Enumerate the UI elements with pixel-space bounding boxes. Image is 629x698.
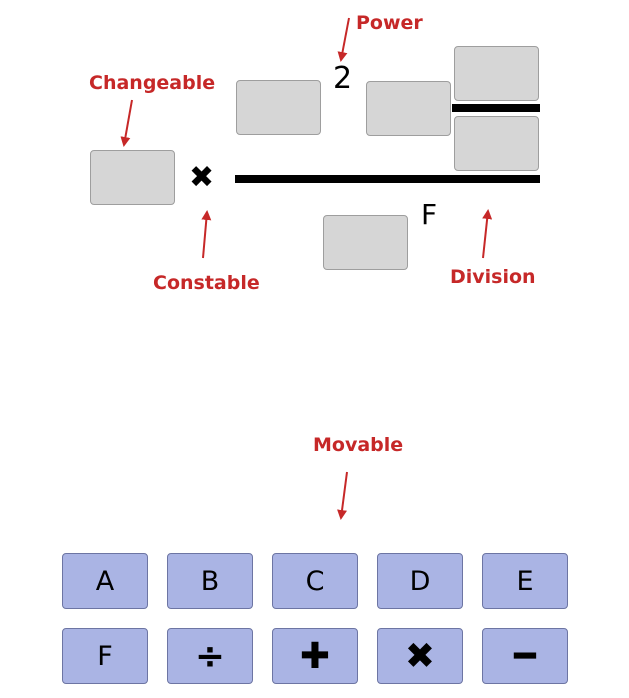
tile-minus[interactable]: ━ bbox=[482, 628, 568, 684]
inner-denominator-slot[interactable] bbox=[454, 116, 539, 171]
movable-arrow bbox=[337, 471, 348, 520]
numerator-slot-right[interactable] bbox=[366, 81, 451, 136]
division-arrow bbox=[482, 209, 493, 259]
changeable-slot[interactable] bbox=[90, 150, 175, 205]
variable-label: F bbox=[421, 198, 438, 231]
tile-d[interactable]: D bbox=[377, 553, 463, 609]
tile-a[interactable]: A bbox=[62, 553, 148, 609]
denominator-slot[interactable] bbox=[323, 215, 408, 270]
changeable-annotation: Changeable bbox=[89, 72, 216, 94]
division-annotation: Division bbox=[450, 266, 536, 288]
tile-c[interactable]: C bbox=[272, 553, 358, 609]
power-annotation: Power bbox=[356, 12, 423, 34]
tile-f[interactable]: F bbox=[62, 628, 148, 684]
tile-plus[interactable]: ✚ bbox=[272, 628, 358, 684]
multiply-sign: ✖ bbox=[189, 160, 215, 195]
tile-divide[interactable]: ÷ bbox=[167, 628, 253, 684]
inner-numerator-slot[interactable] bbox=[454, 46, 539, 101]
tile-multiply[interactable]: ✖ bbox=[377, 628, 463, 684]
changeable-arrow bbox=[120, 99, 133, 147]
tile-b[interactable]: B bbox=[167, 553, 253, 609]
inner-fraction-bar bbox=[452, 104, 540, 112]
tile-e[interactable]: E bbox=[482, 553, 568, 609]
power-arrow bbox=[337, 17, 350, 62]
power-value: 2 bbox=[333, 61, 353, 96]
movable-annotation: Movable bbox=[313, 434, 404, 456]
numerator-slot-left[interactable] bbox=[236, 80, 321, 135]
main-fraction-bar bbox=[235, 175, 540, 183]
constable-annotation: Constable bbox=[153, 272, 260, 294]
constable-arrow bbox=[201, 210, 212, 259]
